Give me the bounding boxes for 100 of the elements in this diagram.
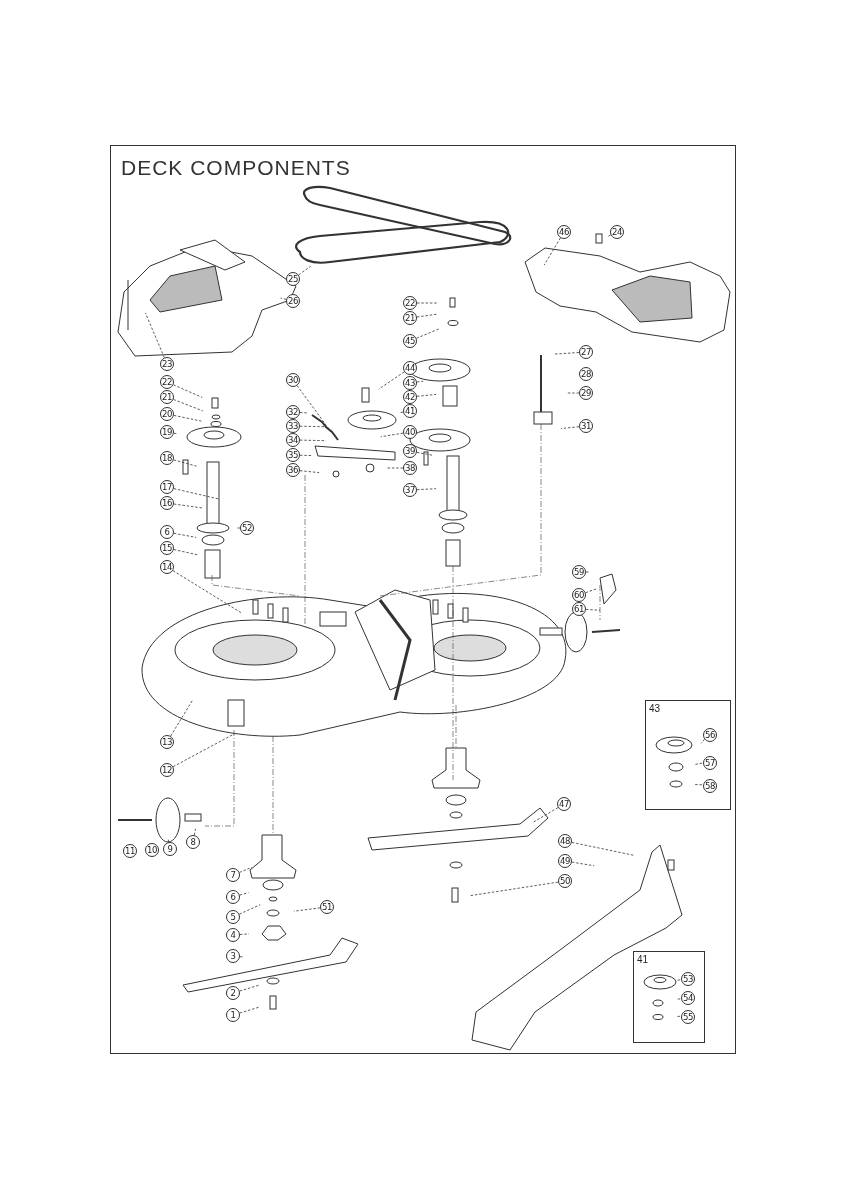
diagram-title: DECK COMPONENTS: [121, 156, 351, 180]
leader-line: [298, 265, 312, 276]
callout-number: 4: [226, 928, 240, 942]
leader-line: [173, 399, 204, 412]
leader-line: [606, 234, 612, 238]
callout-number: 60: [572, 588, 586, 602]
callout-number: 27: [579, 345, 593, 359]
detail-inset: [645, 700, 731, 810]
callout-number: 1: [226, 1008, 240, 1022]
callout-number: 42: [403, 390, 417, 404]
callout-number: 37: [403, 483, 417, 497]
callout-number: 31: [579, 419, 593, 433]
detail-inset: [633, 951, 705, 1043]
leader-line: [239, 1006, 260, 1014]
leader-line: [293, 907, 321, 912]
callout-number: 44: [403, 361, 417, 375]
leader-line: [299, 454, 313, 456]
leader-line: [585, 571, 591, 573]
callout-number: 46: [557, 225, 571, 239]
leader-line: [416, 302, 439, 304]
callout-number: 12: [160, 763, 174, 777]
callout-number: 24: [610, 225, 624, 239]
callout-number: 23: [160, 357, 174, 371]
callout-number: 48: [558, 834, 572, 848]
leader-line: [693, 784, 703, 786]
callout-number: 59: [572, 565, 586, 579]
leader-line: [468, 881, 559, 897]
leader-line: [173, 384, 203, 398]
callout-number: 20: [160, 407, 174, 421]
leader-line: [173, 459, 197, 467]
callout-number: 54: [681, 991, 695, 1005]
callout-number: 16: [160, 496, 174, 510]
detail-label: 43: [649, 703, 661, 714]
leader-line: [296, 385, 330, 430]
callout-number: 36: [286, 463, 300, 477]
leader-line: [299, 439, 327, 442]
leader-line: [173, 488, 219, 500]
callout-number: 19: [160, 425, 174, 439]
callout-number: 58: [703, 779, 717, 793]
leader-line: [675, 979, 681, 982]
callout-number: 6: [226, 890, 240, 904]
callout-number: 50: [558, 874, 572, 888]
leader-line: [531, 807, 559, 824]
leader-line: [416, 313, 439, 318]
callout-number: 17: [160, 480, 174, 494]
leader-line: [416, 488, 437, 491]
detail-label: 41: [637, 954, 649, 965]
leader-line: [416, 328, 441, 339]
callout-number: 14: [160, 560, 174, 574]
callout-number: 43: [403, 376, 417, 390]
callout-number: 57: [703, 756, 717, 770]
callout-number: 22: [160, 375, 174, 389]
callout-number: 22: [403, 296, 417, 310]
leader-line: [693, 762, 703, 765]
callout-number: 3: [226, 949, 240, 963]
callout-number: 33: [286, 419, 300, 433]
callout-number: 39: [403, 444, 417, 458]
callout-number: 6: [160, 525, 174, 539]
callout-number: 41: [403, 404, 417, 418]
leader-line: [299, 412, 309, 414]
leader-line: [173, 532, 197, 538]
callout-number: 34: [286, 433, 300, 447]
callout-number: 53: [681, 972, 695, 986]
callout-number: 52: [240, 521, 254, 535]
leader-line: [239, 892, 249, 896]
leader-line: [571, 861, 595, 867]
leader-line: [585, 588, 598, 594]
callout-number: 28: [579, 367, 593, 381]
leader-line: [239, 904, 261, 915]
leader-line: [172, 733, 236, 768]
leader-line: [675, 1015, 681, 1017]
callout-number: 55: [681, 1010, 695, 1024]
callout-number: 32: [286, 405, 300, 419]
callout-number: 25: [286, 272, 300, 286]
leader-line: [700, 738, 705, 744]
callout-number: 30: [286, 373, 300, 387]
callout-number: 29: [579, 386, 593, 400]
callout-number: 9: [163, 842, 177, 856]
leader-line: [167, 837, 170, 843]
leader-line: [239, 866, 253, 873]
callout-number: 7: [226, 868, 240, 882]
leader-line: [173, 503, 204, 509]
leader-line: [173, 432, 179, 435]
callout-number: 2: [226, 986, 240, 1000]
callout-number: 15: [160, 541, 174, 555]
leader-line: [543, 237, 561, 266]
callout-number: 18: [160, 451, 174, 465]
leader-line: [239, 933, 250, 935]
callout-number: 21: [403, 311, 417, 325]
leader-line: [172, 570, 242, 614]
callout-number: 47: [557, 797, 571, 811]
leader-line: [173, 415, 202, 422]
callout-number: 49: [558, 854, 572, 868]
leader-line: [193, 828, 196, 836]
leader-line: [380, 432, 404, 438]
leader-line: [416, 451, 434, 456]
callout-number: 8: [186, 835, 200, 849]
leader-line: [386, 467, 404, 469]
leader-line: [571, 842, 634, 856]
leader-line: [235, 527, 241, 529]
